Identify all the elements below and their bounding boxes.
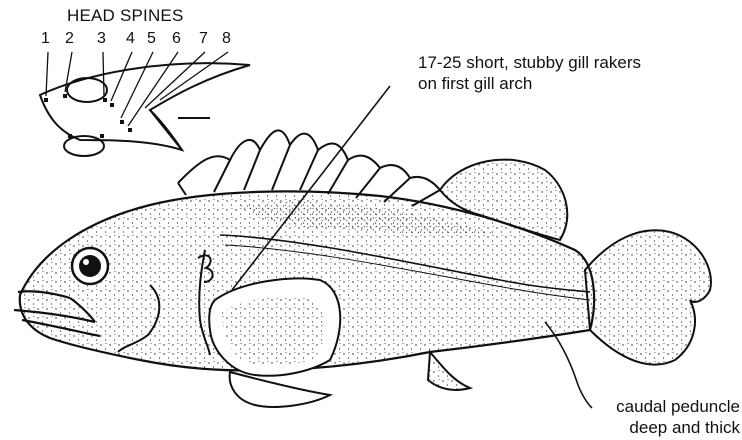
spine-number-5: 5 — [147, 30, 156, 48]
head-spine-markers — [44, 94, 132, 138]
spine-number-3: 3 — [97, 30, 106, 48]
spine-number-4: 4 — [126, 30, 135, 48]
spine-number-2: 2 — [65, 30, 74, 48]
head-spine-inset — [40, 63, 250, 156]
spine-number-7: 7 — [199, 30, 208, 48]
head-spines-title: HEAD SPINES — [67, 6, 184, 26]
spine-number-6: 6 — [172, 30, 181, 48]
caudal-line-2: deep and thick — [580, 417, 740, 438]
caudal-peduncle-annotation: caudal peduncle deep and thick — [580, 396, 740, 438]
gill-rakers-line-1: 17-25 short, stubby gill rakers — [418, 52, 641, 73]
pelvic-fin — [230, 372, 330, 407]
eye-icon — [72, 248, 108, 284]
spine-number-8: 8 — [222, 30, 231, 48]
gill-rakers-annotation: 17-25 short, stubby gill rakers on first… — [418, 52, 641, 94]
spine-number-1: 1 — [41, 30, 50, 48]
caudal-line-1: caudal peduncle — [580, 396, 740, 417]
gill-rakers-line-2: on first gill arch — [418, 73, 641, 94]
caudal-fin — [585, 230, 711, 364]
anal-fin — [428, 352, 470, 390]
